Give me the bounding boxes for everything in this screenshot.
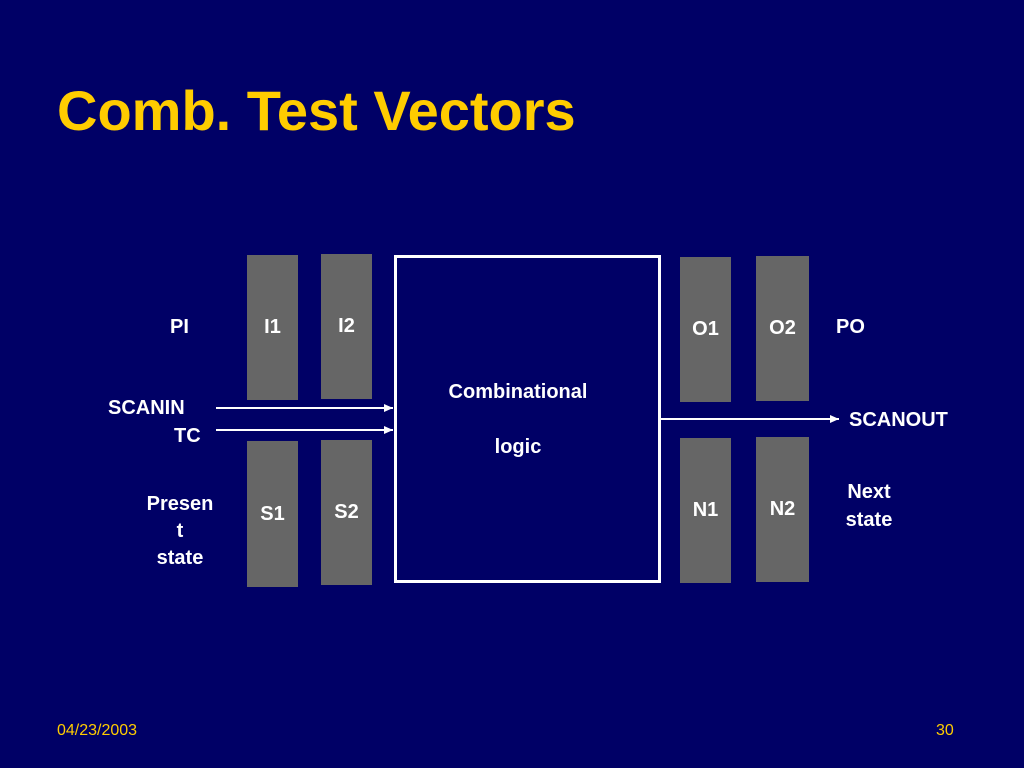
tc-label: TC (174, 425, 201, 447)
combinational-logic-label-line2: logic (494, 436, 542, 458)
register-o2: O2 (756, 256, 809, 401)
combinational-logic-block (394, 255, 661, 583)
register-n2: N2 (756, 437, 809, 582)
register-i1: I1 (247, 255, 298, 400)
scanin-label: SCANIN (108, 397, 185, 419)
page-number: 30 (936, 722, 954, 739)
footer-date: 04/23/2003 (57, 722, 138, 739)
register-s2: S2 (321, 440, 372, 585)
register-o1: O1 (680, 257, 731, 402)
register-i2: I2 (321, 254, 372, 399)
po-label: PO (836, 316, 865, 338)
register-n1: N1 (680, 438, 731, 583)
combinational-logic-label-line1: Combinational (448, 381, 588, 403)
next-state-label: Next state (845, 481, 893, 531)
scanout-label: SCANOUT (849, 409, 948, 431)
register-s1: S1 (247, 441, 298, 587)
slide-title: Comb. Test Vectors (57, 79, 576, 142)
pi-label: PI (170, 316, 189, 338)
present-state-label: Presen t state (146, 493, 214, 569)
